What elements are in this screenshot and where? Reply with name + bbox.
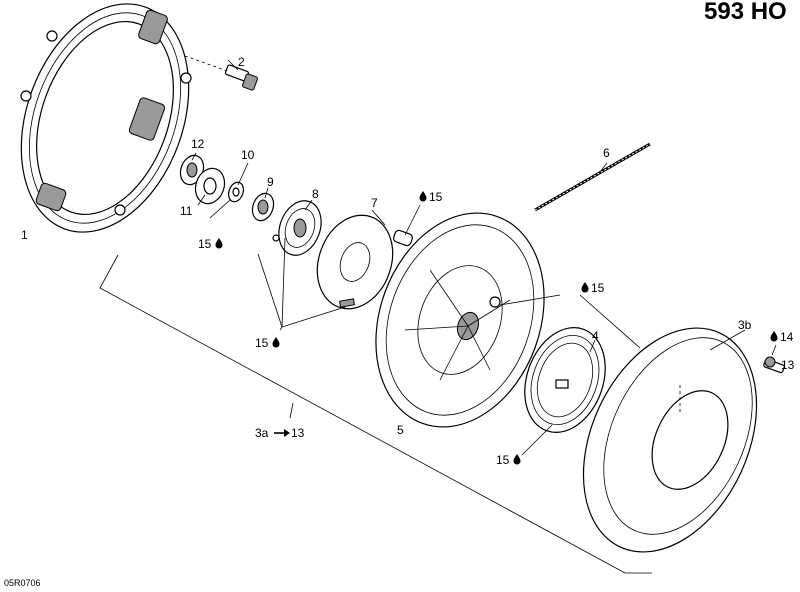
part-8-pawl-plate bbox=[272, 200, 322, 256]
part-13-bolt bbox=[763, 356, 785, 374]
oil-drop-icon bbox=[419, 191, 427, 202]
arrow-right-icon bbox=[274, 429, 290, 437]
callout-14: 14 bbox=[780, 330, 794, 344]
part-6-rope bbox=[534, 142, 651, 212]
model-title: 593 HO bbox=[704, 0, 787, 25]
callout-15-a: 15 bbox=[198, 237, 212, 251]
leader-lines bbox=[99, 59, 777, 574]
drawing-code: 05R0706 bbox=[4, 578, 41, 588]
part-5-pulley bbox=[375, 212, 545, 428]
callout-15-e: 15 bbox=[496, 453, 510, 467]
callout-1: 1 bbox=[21, 228, 28, 242]
callout-4: 4 bbox=[592, 329, 599, 343]
part-11-flange bbox=[194, 167, 226, 205]
oil-drop-icon bbox=[272, 337, 280, 348]
callout-2: 2 bbox=[238, 55, 245, 69]
part-2-bolt bbox=[184, 55, 258, 91]
callout-7: 7 bbox=[371, 196, 378, 210]
callout-10: 10 bbox=[241, 148, 255, 162]
part-1-mounting-ring bbox=[20, 3, 192, 233]
callout-9: 9 bbox=[267, 175, 274, 189]
part-7-cam bbox=[316, 214, 413, 310]
callout-15-b: 15 bbox=[255, 336, 269, 350]
oil-drop-icon bbox=[215, 238, 223, 249]
oil-drop-icon bbox=[581, 282, 589, 293]
callout-5: 5 bbox=[397, 423, 404, 437]
part-12-bearing bbox=[179, 154, 205, 186]
part-10-washer bbox=[227, 181, 245, 203]
callout-8: 8 bbox=[312, 187, 319, 201]
callout-13: 13 bbox=[781, 358, 795, 372]
part-9-bushing bbox=[251, 192, 275, 222]
oil-drop-icon bbox=[770, 331, 778, 342]
callout-3b: 3b bbox=[738, 318, 752, 332]
part-3b-starter-housing bbox=[582, 327, 758, 553]
callout-3a-target: 13 bbox=[291, 426, 305, 440]
callout-11: 11 bbox=[180, 204, 193, 218]
part-4-spring bbox=[524, 327, 606, 433]
callout-15-d: 15 bbox=[591, 281, 605, 295]
callout-6: 6 bbox=[603, 146, 610, 160]
oil-drop-icon bbox=[513, 454, 521, 465]
callout-12: 12 bbox=[191, 137, 205, 151]
callout-3a: 3a bbox=[255, 426, 269, 440]
callout-15-c: 15 bbox=[429, 190, 443, 204]
